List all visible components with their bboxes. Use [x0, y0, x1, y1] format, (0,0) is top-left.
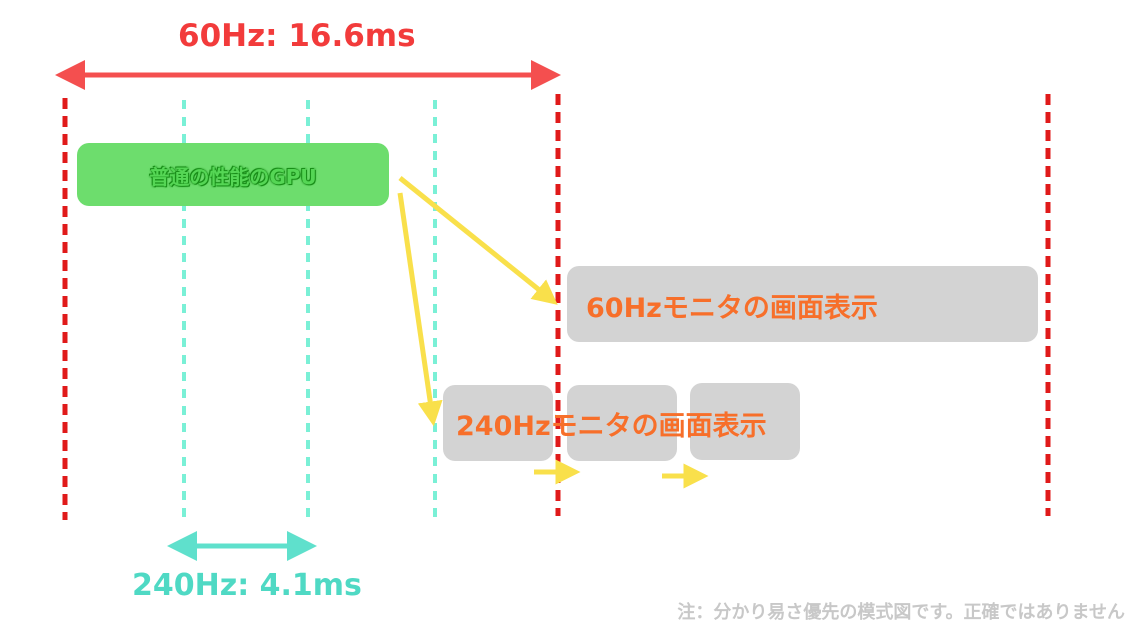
- 60hz-title: 60Hz: 16.6ms: [178, 18, 416, 54]
- 60hz-display-box: [567, 266, 1038, 342]
- gpu-to-240hz-arrow: [397, 192, 443, 427]
- gpu-box: 普通の性能のGPU: [77, 143, 389, 206]
- 240hz-display-label: 240Hzモニタの画面表示: [456, 411, 767, 442]
- 240hz-frame-box-1: [443, 385, 553, 461]
- 240hz-title: 240Hz: 4.1ms: [132, 568, 362, 603]
- 60hz-display-label: 60Hzモニタの画面表示: [586, 293, 878, 324]
- 60hz-frame-lines: [62, 94, 1051, 520]
- 240hz-frame-box-3: [690, 383, 800, 460]
- 240hz-frame-box-2: [567, 385, 677, 461]
- gpu-label: 普通の性能のGPU: [149, 165, 317, 189]
- gpu-to-60hz-arrow: [398, 176, 558, 305]
- disclaimer-note: 注：分かり易さ優先の模式図です。正確ではありません: [677, 602, 1125, 623]
